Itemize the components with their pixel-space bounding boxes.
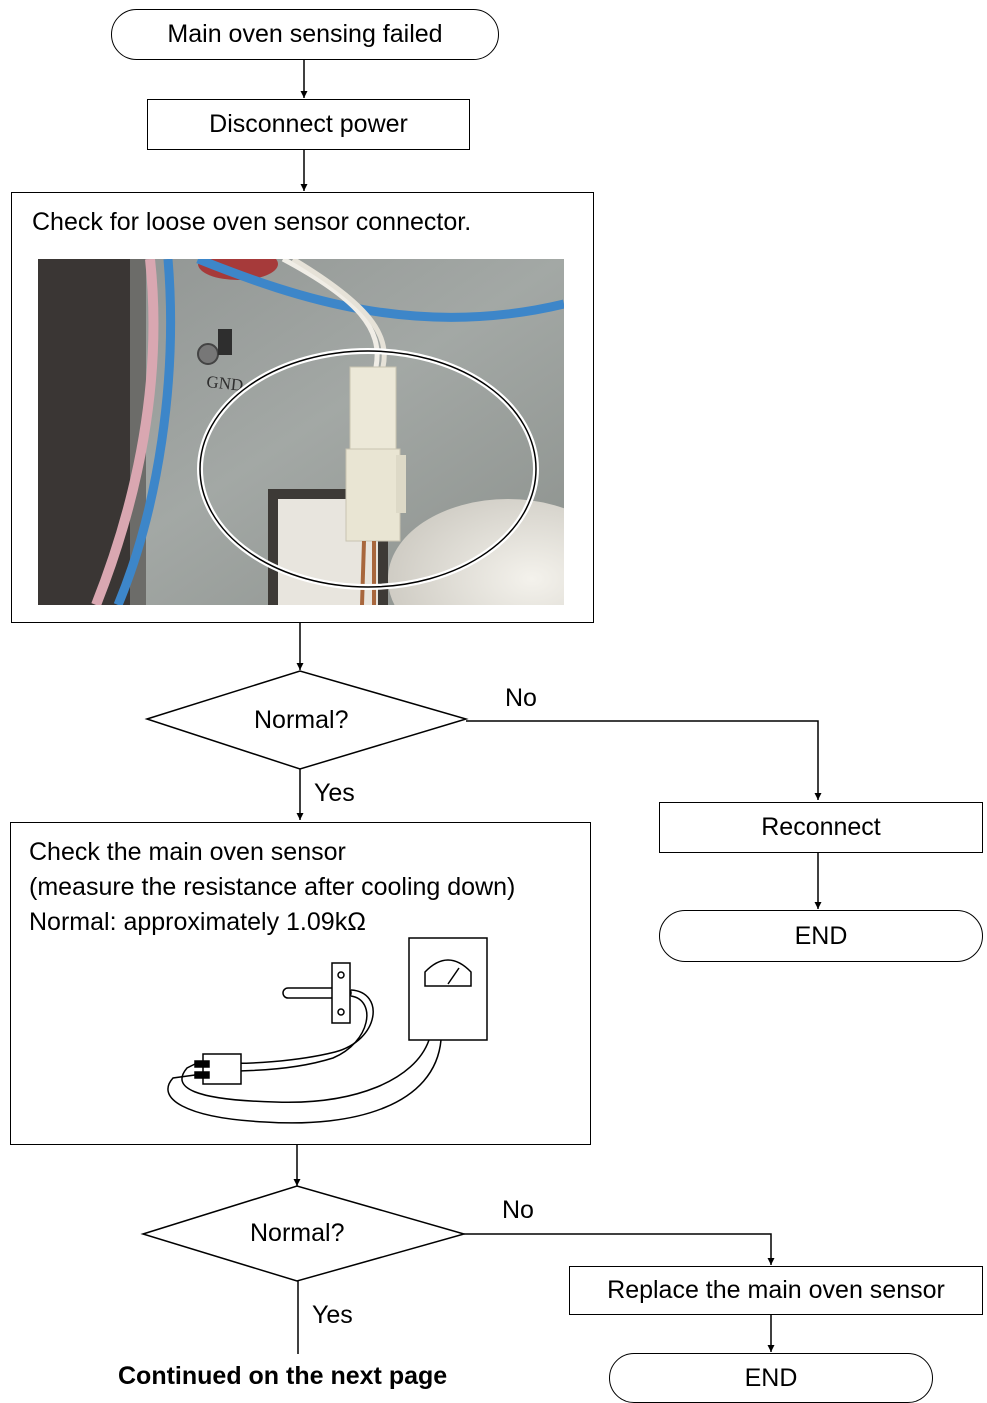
start-label: Main oven sensing failed	[167, 20, 443, 48]
end-label-1: END	[794, 921, 848, 950]
sensor-connector-photo: GND	[38, 259, 564, 605]
multimeter-body	[408, 937, 488, 1041]
check-sensor-line2: (measure the resistance after cooling do…	[29, 873, 516, 901]
arrow-decision1-no	[466, 720, 822, 800]
start-terminal: Main oven sensing failed	[111, 9, 499, 60]
decision1-no-label: No	[505, 684, 537, 712]
decision1-label: Normal?	[254, 706, 349, 734]
check-sensor-panel: Check the main oven sensor (measure the …	[10, 822, 591, 1145]
check-sensor-line3: Normal: approximately 1.09kΩ	[29, 908, 366, 936]
reconnect-box: Reconnect	[659, 802, 983, 853]
reconnect-label: Reconnect	[761, 813, 881, 841]
arrow-decision2-no	[464, 1233, 775, 1265]
sensor-measurement-illustration	[167, 937, 488, 1124]
decision2-label: Normal?	[250, 1219, 345, 1247]
continued-note: Continued on the next page	[118, 1362, 448, 1390]
sensor-flange	[331, 962, 351, 1024]
check-connector-label: Check for loose oven sensor connector.	[32, 208, 472, 236]
sensor-plug	[202, 1053, 242, 1085]
multimeter-gauge	[424, 959, 472, 987]
decision2-yes-label: Yes	[312, 1301, 353, 1329]
ground-label: GND	[206, 372, 245, 395]
decision-diamond-1	[144, 670, 469, 770]
replace-label: Replace the main oven sensor	[607, 1276, 945, 1304]
replace-sensor-box: Replace the main oven sensor	[569, 1266, 983, 1315]
decision1-yes-label: Yes	[314, 779, 355, 807]
disconnect-power-box: Disconnect power	[147, 99, 470, 150]
check-sensor-line1: Check the main oven sensor	[29, 838, 346, 866]
disconnect-label: Disconnect power	[209, 110, 408, 138]
end-terminal-1: END	[659, 910, 983, 962]
end-label-2: END	[744, 1363, 798, 1392]
decision-diamond-2	[140, 1185, 467, 1282]
end-terminal-2: END	[609, 1353, 933, 1403]
decision2-no-label: No	[502, 1196, 534, 1224]
